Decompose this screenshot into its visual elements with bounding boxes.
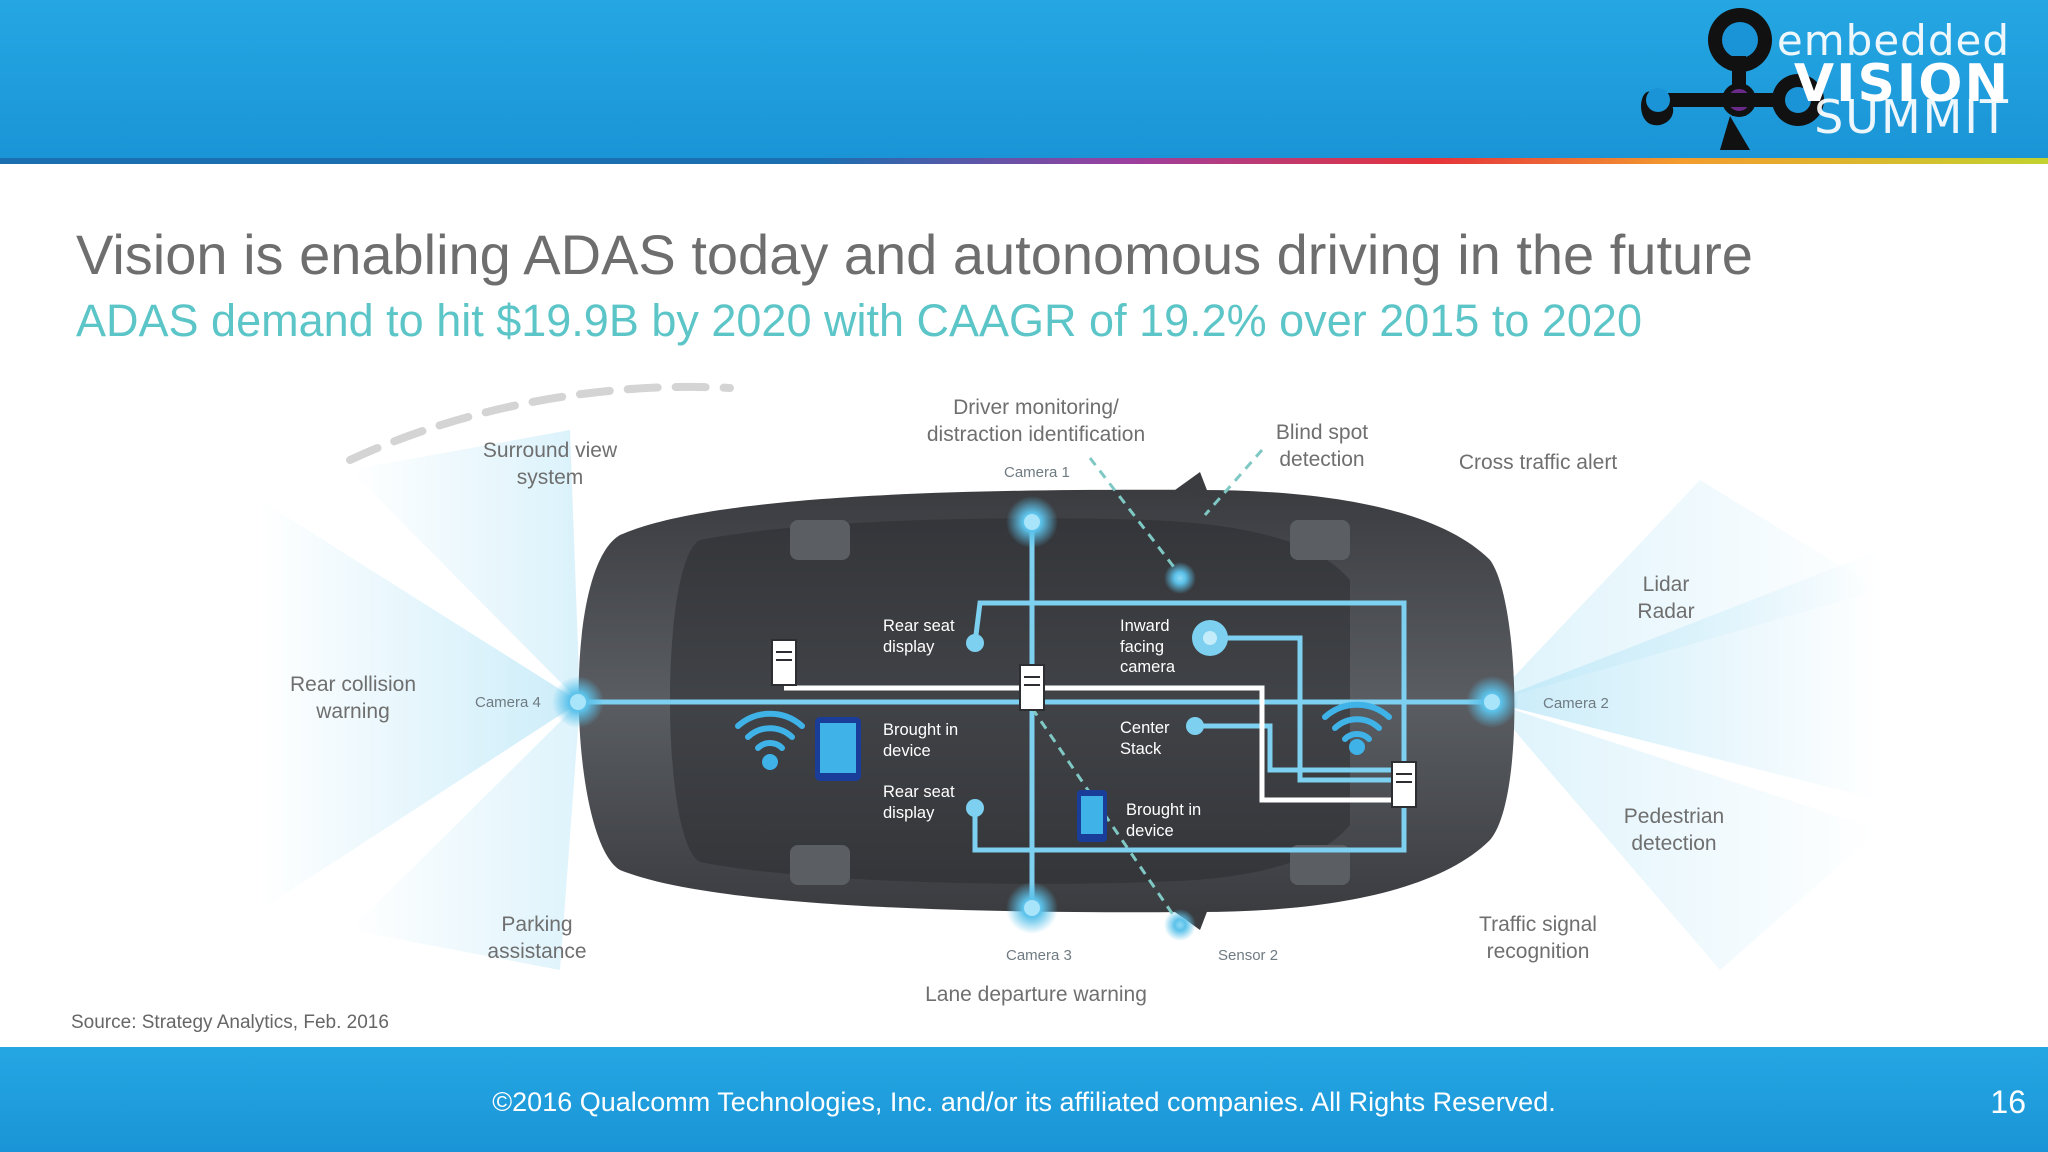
front-ecu-icon	[1391, 761, 1417, 808]
wheel-front-left	[1290, 520, 1350, 560]
surround-beam	[350, 430, 580, 702]
embedded-vision-summit-logo: embedded VISION SUMMIT	[1620, 0, 2030, 160]
rear-seat-display-top-node	[966, 634, 984, 652]
brought-in-device-left-label: Brought in device	[883, 721, 959, 760]
blind-spot-node	[1164, 562, 1196, 594]
blind-spot-label: Blind spot detection	[1275, 421, 1369, 471]
camera-nodes	[552, 496, 1518, 941]
lane-departure-label: Lane departure warning	[925, 983, 1147, 1006]
central-ecu-icon	[1019, 664, 1045, 711]
lidar-radar-label: Lidar Radar	[1637, 573, 1695, 623]
rear-seat-display-bottom-node	[966, 799, 984, 817]
cross-traffic-label: Cross traffic alert	[1458, 451, 1618, 474]
inward-camera-label: Inward facing camera	[1120, 617, 1176, 677]
logo-word-embedded: embedded	[1776, 16, 2010, 65]
brought-in-device-right-label: Brought in device	[1126, 801, 1202, 840]
wheel-front-right	[1290, 845, 1350, 885]
wifi-left-icon	[735, 710, 805, 751]
mirror-top	[1175, 472, 1210, 498]
slide-footer	[0, 1047, 2048, 1152]
surround-view-label: Surround view system	[482, 439, 618, 489]
header-color-stripe	[0, 158, 2048, 164]
page-number: 16	[1990, 1084, 2026, 1120]
sensor-2-node	[1164, 909, 1196, 941]
source-note: Source: Strategy Analytics, Feb. 2016	[71, 1012, 389, 1033]
pedestrian-label: Pedestrian detection	[1623, 805, 1725, 855]
surround-arc	[346, 382, 734, 464]
logo-mark-icon	[1641, 8, 1824, 150]
logo-word-vision: VISION	[1793, 54, 2010, 114]
rear-beam	[260, 500, 580, 910]
traffic-signal-label: Traffic signal recognition	[1479, 913, 1597, 963]
rear-seat-display-bottom-label: Rear seat display	[883, 783, 955, 822]
wheel-rear-right	[790, 845, 850, 885]
camera-2-label: Camera 2	[1543, 695, 1609, 712]
camera-3-label: Camera 3	[1006, 947, 1072, 964]
rear-ecu-icon	[771, 639, 797, 686]
wheel-rear-left	[790, 520, 850, 560]
sensor-2-label: Sensor 2	[1218, 947, 1279, 964]
parking-beam	[350, 702, 580, 970]
car-network-graphic	[260, 382, 1880, 970]
rear-collision-label: Rear collision warning	[289, 673, 417, 723]
logo-word-summit: SUMMIT	[1814, 90, 2010, 144]
cross-traffic-beam	[1490, 480, 1880, 702]
slide-subtitle: ADAS demand to hit $19.9B by 2020 with C…	[76, 295, 1642, 346]
wifi-right-icon	[1322, 701, 1392, 742]
center-stack-label: Center Stack	[1120, 719, 1170, 758]
pedestrian-beam	[1490, 702, 1880, 970]
rear-seat-display-top-label: Rear seat display	[883, 617, 955, 656]
adas-car-diagram: Surround view system Driver monitoring/ …	[0, 370, 2048, 1050]
center-stack-node	[1186, 717, 1204, 735]
copyright-text: ©2016 Qualcomm Technologies, Inc. and/or…	[492, 1087, 1556, 1117]
slide-header	[0, 0, 2048, 160]
camera-1-label: Camera 1	[1004, 464, 1070, 481]
parking-label: Parking assistance	[487, 913, 587, 963]
driver-monitoring-label: Driver monitoring/ distraction identific…	[926, 396, 1146, 446]
camera-4-label: Camera 4	[475, 694, 541, 711]
slide-title: Vision is enabling ADAS today and autono…	[76, 223, 1753, 286]
